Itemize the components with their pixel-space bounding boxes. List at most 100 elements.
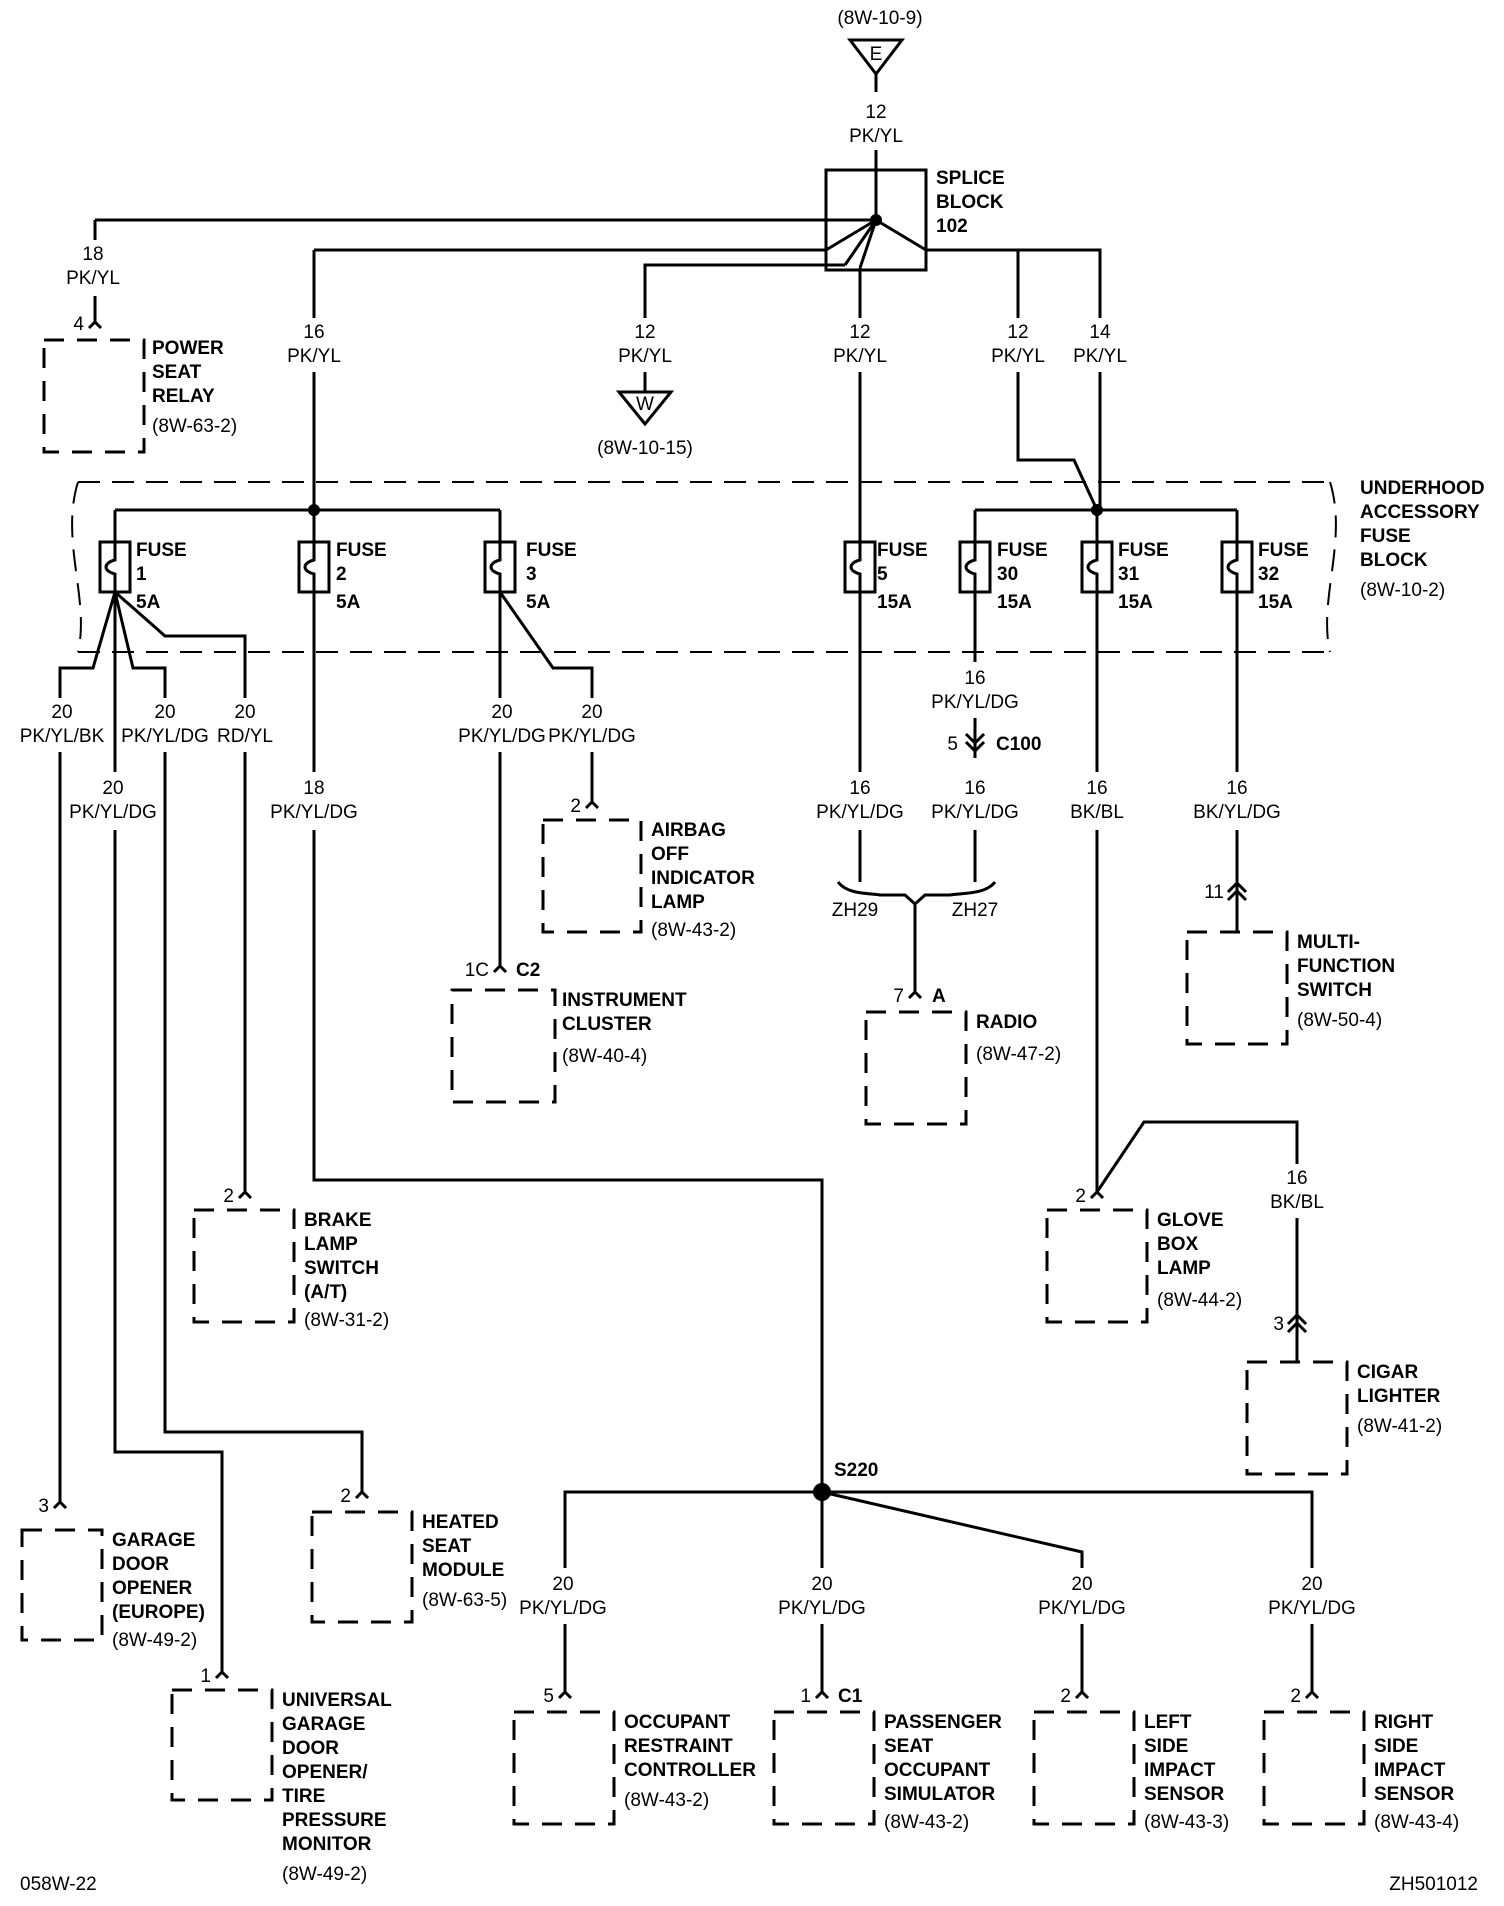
occupant-restraint-controller	[512, 1710, 616, 1826]
gbl-name-1: GLOVE	[1157, 1210, 1224, 1231]
fuse-5-label: FUSE	[877, 540, 928, 561]
gdo-name-2: DOOR	[112, 1554, 169, 1575]
psr-ref: (8W-63-2)	[152, 416, 237, 437]
f1a-wire-color: PK/YL/BK	[20, 726, 105, 747]
s3-wire-gauge: 20	[1071, 1574, 1092, 1595]
f3b-wire-gauge: 20	[581, 702, 602, 723]
gbl-name-3: LAMP	[1157, 1258, 1211, 1279]
fuse-32-amps: 15A	[1258, 592, 1293, 613]
bls-ref: (8W-31-2)	[304, 1310, 389, 1331]
f30in-wire-gauge: 12	[1007, 322, 1028, 343]
bls-name-2: LAMP	[304, 1234, 358, 1255]
airbag-name-1: AIRBAG	[651, 820, 726, 841]
f30a-wire-gauge: 16	[964, 668, 985, 689]
gdo-ref: (8W-49-2)	[112, 1630, 197, 1651]
mfs-name-1: MULTI-	[1297, 932, 1360, 953]
lis-name-2: SIDE	[1144, 1736, 1188, 1757]
mfs-name-2: FUNCTION	[1297, 956, 1395, 977]
splice-block-label-1: SPLICE	[936, 168, 1005, 189]
cig-name-2: LIGHTER	[1357, 1386, 1441, 1407]
c100-label: C100	[996, 734, 1041, 755]
psos-conn: C1	[838, 1686, 863, 1707]
airbag-name-4: LAMP	[651, 892, 705, 913]
glove-box-lamp	[1045, 1208, 1149, 1324]
ris-name-3: IMPACT	[1374, 1760, 1446, 1781]
f31out-wire-color: BK/BL	[1070, 802, 1124, 823]
airbag-ref: (8W-43-2)	[651, 920, 736, 941]
psos-name-4: SIMULATOR	[884, 1784, 995, 1805]
right-side-impact-sensor	[1262, 1710, 1366, 1826]
garage-door-opener	[20, 1528, 104, 1642]
orc-pin: 5	[543, 1686, 554, 1707]
hsm-ref: (8W-63-5)	[422, 1590, 507, 1611]
fuse-3: FUSE 3 5A	[483, 540, 577, 613]
lis-ref: (8W-43-3)	[1144, 1812, 1229, 1833]
zh27-label: ZH27	[952, 900, 998, 921]
cig-name-1: CIGAR	[1357, 1362, 1419, 1383]
psr-name-2: SEAT	[152, 362, 202, 383]
fuse-30-label: FUSE	[997, 540, 1048, 561]
brake-lamp-switch	[192, 1208, 296, 1324]
gdo-pin: 3	[38, 1496, 49, 1517]
connector-w-label: W	[636, 394, 654, 415]
s4-wire-gauge: 20	[1301, 1574, 1322, 1595]
fuse-32-number: 32	[1258, 564, 1279, 585]
fuse-1-amps: 5A	[136, 592, 161, 613]
fuse-3-label: FUSE	[526, 540, 577, 561]
fuse-1-label: FUSE	[136, 540, 187, 561]
ugdo-name-5: TIRE	[282, 1786, 325, 1807]
f1d-wire-color: RD/YL	[217, 726, 273, 747]
bls-name-1: BRAKE	[304, 1210, 372, 1231]
fuse-1-number: 1	[136, 564, 147, 585]
hsm-name-3: MODULE	[422, 1560, 504, 1581]
f1b-wire-color: PK/YL/DG	[69, 802, 157, 823]
cig-ref: (8W-41-2)	[1357, 1416, 1442, 1437]
radio-name: RADIO	[976, 1012, 1037, 1033]
f30b-wire-gauge: 16	[964, 778, 985, 799]
ugdo-name-7: MONITOR	[282, 1834, 372, 1855]
f31in-wire-color: PK/YL	[1073, 346, 1127, 367]
lis-name-1: LEFT	[1144, 1712, 1192, 1733]
hsm-name-2: SEAT	[422, 1536, 472, 1557]
fuse-block-label-3: FUSE	[1360, 526, 1411, 547]
orc-name-2: RESTRAINT	[624, 1736, 733, 1757]
cigar-lighter	[1245, 1360, 1349, 1476]
c100-pin: 5	[947, 734, 958, 755]
radio-ref: (8W-47-2)	[976, 1044, 1061, 1065]
gbl-ref: (8W-44-2)	[1157, 1290, 1242, 1311]
f1b-wire-gauge: 20	[102, 778, 123, 799]
top-wire-gauge: 12	[865, 102, 886, 123]
f30b-wire-color: PK/YL/DG	[931, 802, 1019, 823]
f3a-wire-gauge: 20	[491, 702, 512, 723]
splice-block-label-3: 102	[936, 216, 968, 237]
f1c-wire-color: PK/YL/DG	[121, 726, 209, 747]
mfs-name-3: SWITCH	[1297, 980, 1372, 1001]
gbl-pin: 2	[1075, 1186, 1086, 1207]
fuse-block-outline	[71, 481, 1337, 653]
f32out-wire-gauge: 16	[1226, 778, 1247, 799]
mfs-ref: (8W-50-4)	[1297, 1010, 1382, 1031]
fuse-30-number: 30	[997, 564, 1018, 585]
connector-w-symbol	[615, 390, 675, 427]
left-side-impact-sensor	[1032, 1710, 1136, 1826]
bls-name-4: (A/T)	[304, 1282, 347, 1303]
bls-pin: 2	[223, 1186, 234, 1207]
connector-e-symbol	[846, 38, 906, 77]
s3-wire-color: PK/YL/DG	[1038, 1598, 1126, 1619]
airbag-pin: 2	[570, 796, 581, 817]
ic-name-2: CLUSTER	[562, 1014, 652, 1035]
gdo-name-1: GARAGE	[112, 1530, 195, 1551]
multifunction-switch	[1185, 930, 1289, 1046]
f2out-wire-color: PK/YL/DG	[270, 802, 358, 823]
fuse-32-label: FUSE	[1258, 540, 1309, 561]
fuse-block-label-1: UNDERHOOD	[1360, 478, 1485, 499]
s1-wire-gauge: 20	[552, 1574, 573, 1595]
ic-conn: C2	[516, 960, 540, 981]
psos-name-1: PASSENGER	[884, 1712, 1002, 1733]
radio-conn: A	[932, 986, 946, 1007]
psr-wire-gauge: 18	[82, 244, 103, 265]
s4-wire-color: PK/YL/DG	[1268, 1598, 1356, 1619]
fuse-2-label: FUSE	[336, 540, 387, 561]
s2-wire-color: PK/YL/DG	[778, 1598, 866, 1619]
